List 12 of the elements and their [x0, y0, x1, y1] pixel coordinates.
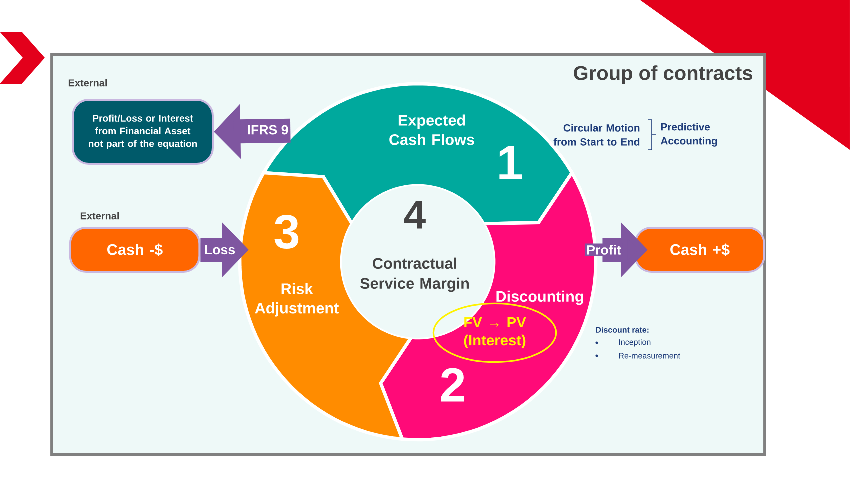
- title: Group of contracts: [574, 66, 752, 84]
- bullet-item: Inception: [619, 339, 651, 347]
- bullet-item: Re-measurement: [619, 353, 680, 359]
- rounded-box: Cash +$: [634, 227, 766, 273]
- side-note: External: [80, 212, 120, 220]
- side-note: External: [68, 79, 108, 87]
- note: Circular Motion from Start to End: [554, 124, 640, 146]
- rounded-box: Cash -$: [69, 227, 201, 273]
- note: Discount rate:: [596, 327, 649, 333]
- rounded-box: Profit/Loss or Interest from Financial Asset not part of the equation: [72, 99, 214, 165]
- note: Predictive Accounting: [660, 123, 718, 147]
- edge-label: Loss: [203, 244, 237, 256]
